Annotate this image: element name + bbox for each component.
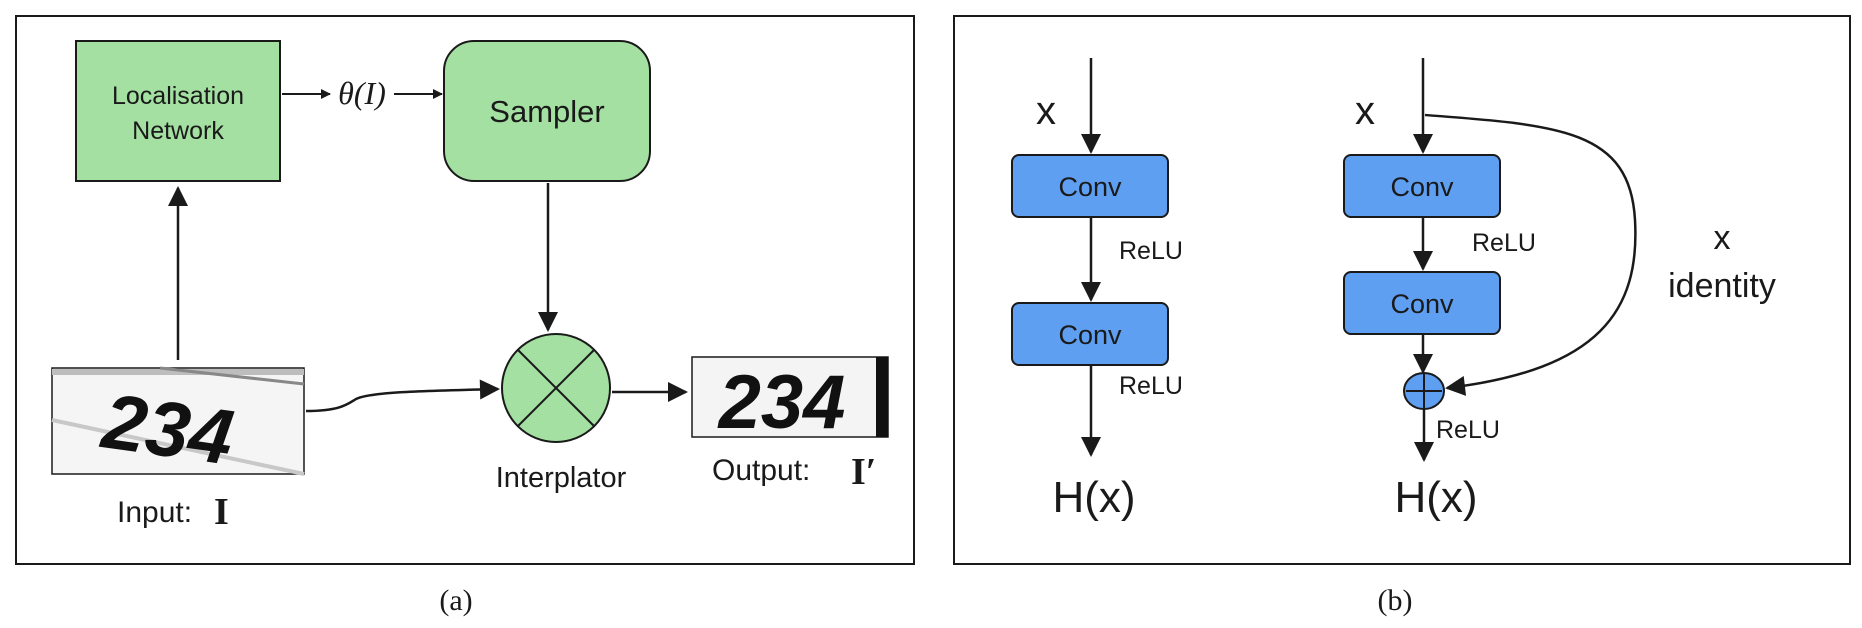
sampler-label: Sampler — [489, 94, 604, 129]
sampler-box — [443, 40, 651, 182]
input-symbol: I — [214, 491, 229, 533]
arrow-input-to-interpolator — [305, 379, 500, 413]
identity-label: identity — [1668, 267, 1776, 305]
panel-a-caption: (a) — [439, 584, 472, 617]
identity-shortcut-arrow — [1424, 113, 1637, 396]
residual-relu1-label: ReLU — [1472, 229, 1536, 257]
plain-input-label: x — [1036, 89, 1056, 133]
residual-relu2-label: ReLU — [1436, 416, 1500, 444]
output-label: Output: — [712, 454, 810, 487]
panel-b: x Conv ReLU Conv ReLU H(x) x Conv ReLU C… — [953, 15, 1851, 617]
interpolator-node — [501, 333, 611, 443]
output-image: 234 — [691, 356, 889, 445]
plain-relu1-label: ReLU — [1119, 237, 1183, 265]
input-image: 234 — [51, 366, 305, 482]
panel-a: Localisation Network θ(I) Sampler Interp… — [15, 15, 915, 617]
panel-b-caption: (b) — [1378, 584, 1413, 617]
residual-input-label: x — [1355, 89, 1375, 133]
localisation-network-box — [75, 40, 281, 182]
residual-output-label: H(x) — [1394, 473, 1477, 522]
input-label: Input: — [117, 496, 192, 529]
svg-text:234: 234 — [717, 360, 846, 445]
plain-output-label: H(x) — [1052, 473, 1135, 522]
interpolator-label: Interplator — [496, 462, 627, 494]
identity-x-label: x — [1714, 219, 1731, 257]
plain-conv2-label: Conv — [1058, 320, 1122, 350]
localisation-network-label-line2: Network — [132, 117, 224, 145]
residual-conv1-label: Conv — [1390, 172, 1454, 202]
svg-text:234: 234 — [96, 376, 239, 482]
output-symbol: I′ — [851, 451, 876, 493]
addition-node — [1403, 372, 1445, 410]
localisation-network-label-line1: Localisation — [112, 82, 244, 110]
plain-block: x Conv ReLU Conv ReLU H(x) — [1011, 58, 1183, 522]
theta-label: θ(I) — [338, 75, 386, 111]
residual-conv2-label: Conv — [1390, 289, 1454, 319]
residual-block: x Conv ReLU Conv x identity ReLU H(x) — [1343, 58, 1776, 522]
plain-relu2-label: ReLU — [1119, 372, 1183, 400]
plain-conv1-label: Conv — [1058, 172, 1122, 202]
